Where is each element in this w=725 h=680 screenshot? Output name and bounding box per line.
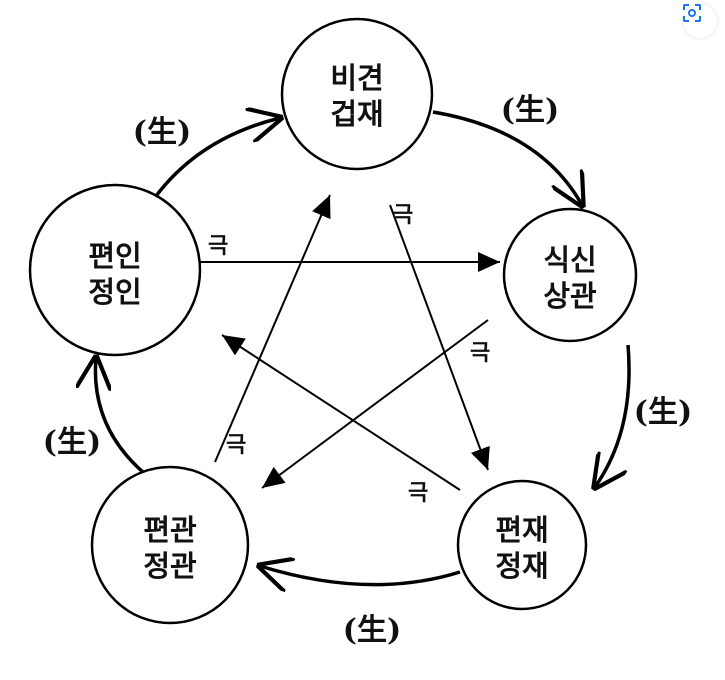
node-pyeonin-jeongin: 편인 정인 bbox=[28, 183, 202, 357]
generate-arrow-bottomleft-left bbox=[95, 358, 152, 480]
generate-label: (生) bbox=[43, 425, 101, 460]
svg-text:정인: 정인 bbox=[88, 275, 141, 309]
svg-text:편인: 편인 bbox=[88, 239, 141, 273]
generate-arrow-top-right bbox=[432, 110, 582, 205]
generate-label: (生) bbox=[133, 115, 191, 150]
svg-text:비견: 비견 bbox=[330, 61, 383, 95]
node-siksin-sanggwan: 식신 상관 bbox=[502, 207, 638, 343]
svg-text:식신: 식신 bbox=[543, 243, 596, 277]
node-bigyeon-geopjae: 비견 겁재 bbox=[280, 17, 434, 171]
svg-text:겁재: 겁재 bbox=[330, 97, 383, 131]
svg-text:상관: 상관 bbox=[543, 279, 597, 313]
generate-label: (生) bbox=[634, 395, 692, 430]
svg-text:정재: 정재 bbox=[495, 549, 548, 583]
control-label: 극 bbox=[208, 234, 228, 259]
control-label: 극 bbox=[226, 433, 246, 458]
node-pyeongwan-jeonggwan: 편관 정관 bbox=[90, 465, 250, 625]
node-pyeonjae-jeongjae: 편재 정재 bbox=[456, 479, 588, 611]
svg-text:편재: 편재 bbox=[495, 513, 548, 547]
visual-search-icon bbox=[683, 4, 701, 22]
svg-text:편관: 편관 bbox=[143, 513, 197, 547]
control-arrow-bottomleft-top bbox=[214, 194, 331, 463]
generate-arrow-bottomright-bottomleft bbox=[260, 566, 461, 585]
control-label: 극 bbox=[408, 481, 428, 506]
control-arrow-top-bottomright bbox=[389, 204, 490, 471]
generate-label: (生) bbox=[501, 93, 559, 128]
control-arrow-right-bottomleft bbox=[261, 319, 489, 489]
control-arrow-bottomright-left bbox=[221, 334, 461, 491]
generate-label: (生) bbox=[343, 613, 401, 648]
svg-text:정관: 정관 bbox=[143, 549, 197, 583]
visual-search-button[interactable] bbox=[683, 4, 717, 38]
control-label: 극 bbox=[470, 341, 490, 366]
control-label: 극 bbox=[393, 203, 413, 228]
generate-arrow-right-bottomright bbox=[595, 344, 631, 487]
